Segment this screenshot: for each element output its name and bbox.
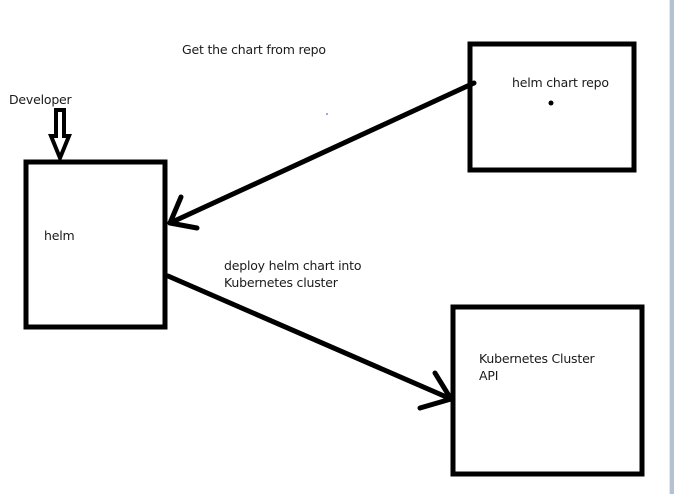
fetch-arrow — [167, 80, 477, 231]
stray-dot — [326, 113, 328, 115]
canvas-edge-line — [669, 0, 670, 494]
fetch-edge-label: Get the chart from repo — [182, 42, 326, 57]
cluster-label-line2: API — [479, 368, 499, 383]
deploy-edge-label-line1: deploy helm chart into — [224, 258, 362, 273]
helm-label: helm — [44, 228, 75, 243]
cluster-box — [450, 304, 645, 477]
repo-box — [467, 41, 637, 173]
developer-label: Developer — [9, 92, 72, 107]
deploy-edge-label-line2: Kubernetes cluster — [224, 275, 338, 290]
developer-arrow — [48, 108, 72, 164]
deploy-arrow — [165, 273, 454, 411]
repo-label: helm chart repo — [512, 75, 609, 90]
repo-dot — [548, 100, 554, 106]
helm-box — [23, 159, 168, 330]
cluster-label-line1: Kubernetes Cluster — [479, 351, 595, 366]
canvas-edge-strip — [670, 0, 674, 494]
